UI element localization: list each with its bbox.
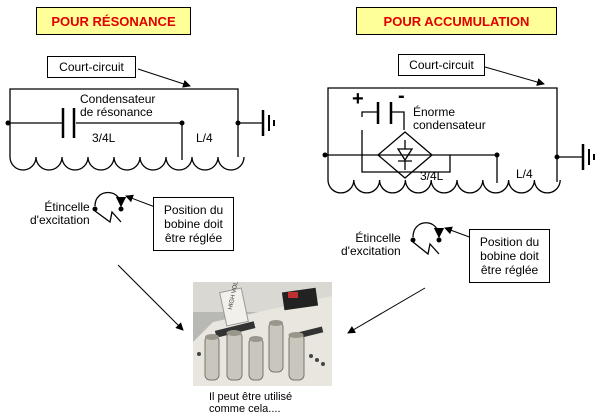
right-three-quarter-label: 3/4L <box>420 169 444 183</box>
right-plus-label: + <box>352 88 364 110</box>
right-junction-dot <box>322 152 328 158</box>
right-spark-zigzag <box>412 241 440 256</box>
title-accumulation: POUR ACCUMULATION <box>356 7 557 35</box>
right-coil-position-arrow <box>444 226 473 239</box>
right-left-rail <box>325 154 498 183</box>
left-coil-position-label: Position du bobine doit être réglée <box>153 197 234 251</box>
right-spark-dot <box>410 237 416 243</box>
title-resonance: POUR RÉSONANCE <box>36 7 191 35</box>
right-capacitor-label: Énorme condensateur <box>413 105 486 132</box>
right-junction-dot <box>494 152 500 158</box>
right-coil <box>327 179 561 194</box>
photo-caption: Il peut être utilisé comme cela.... <box>209 391 293 415</box>
left-coil <box>9 156 245 171</box>
right-diode-symbol <box>396 140 414 170</box>
left-three-quarter-label: 3/4L <box>92 131 116 145</box>
device-photo-illustration: HIGH VOLTAGE <box>193 282 332 386</box>
device-photo: HIGH VOLTAGE <box>193 282 332 386</box>
left-capacitor-label: Condensateur de résonance <box>80 92 156 119</box>
right-spark-arc <box>412 222 445 239</box>
right-diode-bridge <box>376 131 434 179</box>
right-arrows <box>347 66 545 334</box>
right-short-circuit-arrow <box>484 66 545 86</box>
right-spark-label: Étincelle d'excitation <box>341 231 401 258</box>
left-spark-label: Étincelle d'excitation <box>30 200 90 227</box>
left-arrows <box>117 68 191 331</box>
right-short-circuit-label: Court-circuit <box>398 54 485 76</box>
left-short-circuit-arrow <box>137 68 191 88</box>
left-quarter-label: L/4 <box>196 131 213 145</box>
right-dots <box>322 152 560 243</box>
left-spark-arc <box>94 191 127 208</box>
left-coil-position-arrow <box>125 194 156 208</box>
left-short-circuit-label: Court-circuit <box>47 56 136 78</box>
right-outer-wire <box>327 87 558 182</box>
right-minus-label: - <box>398 85 405 107</box>
right-spark-dot <box>436 237 442 243</box>
right-junction-dot <box>554 154 560 160</box>
left-spark-zigzag <box>94 210 122 224</box>
right-cap-loop <box>361 111 451 173</box>
left-junction-dot <box>235 120 241 126</box>
left-junction-dot <box>5 120 11 126</box>
left-to-photo-arrow <box>117 264 184 331</box>
right-coil-position-label: Position du bobine doit être réglée <box>469 229 550 283</box>
left-junction-dot <box>179 120 185 126</box>
right-to-photo-arrow <box>347 287 426 334</box>
right-quarter-label: L/4 <box>516 167 533 181</box>
left-spark-dot <box>118 206 124 212</box>
left-spark-dot <box>92 206 98 212</box>
left-dots <box>5 120 241 212</box>
